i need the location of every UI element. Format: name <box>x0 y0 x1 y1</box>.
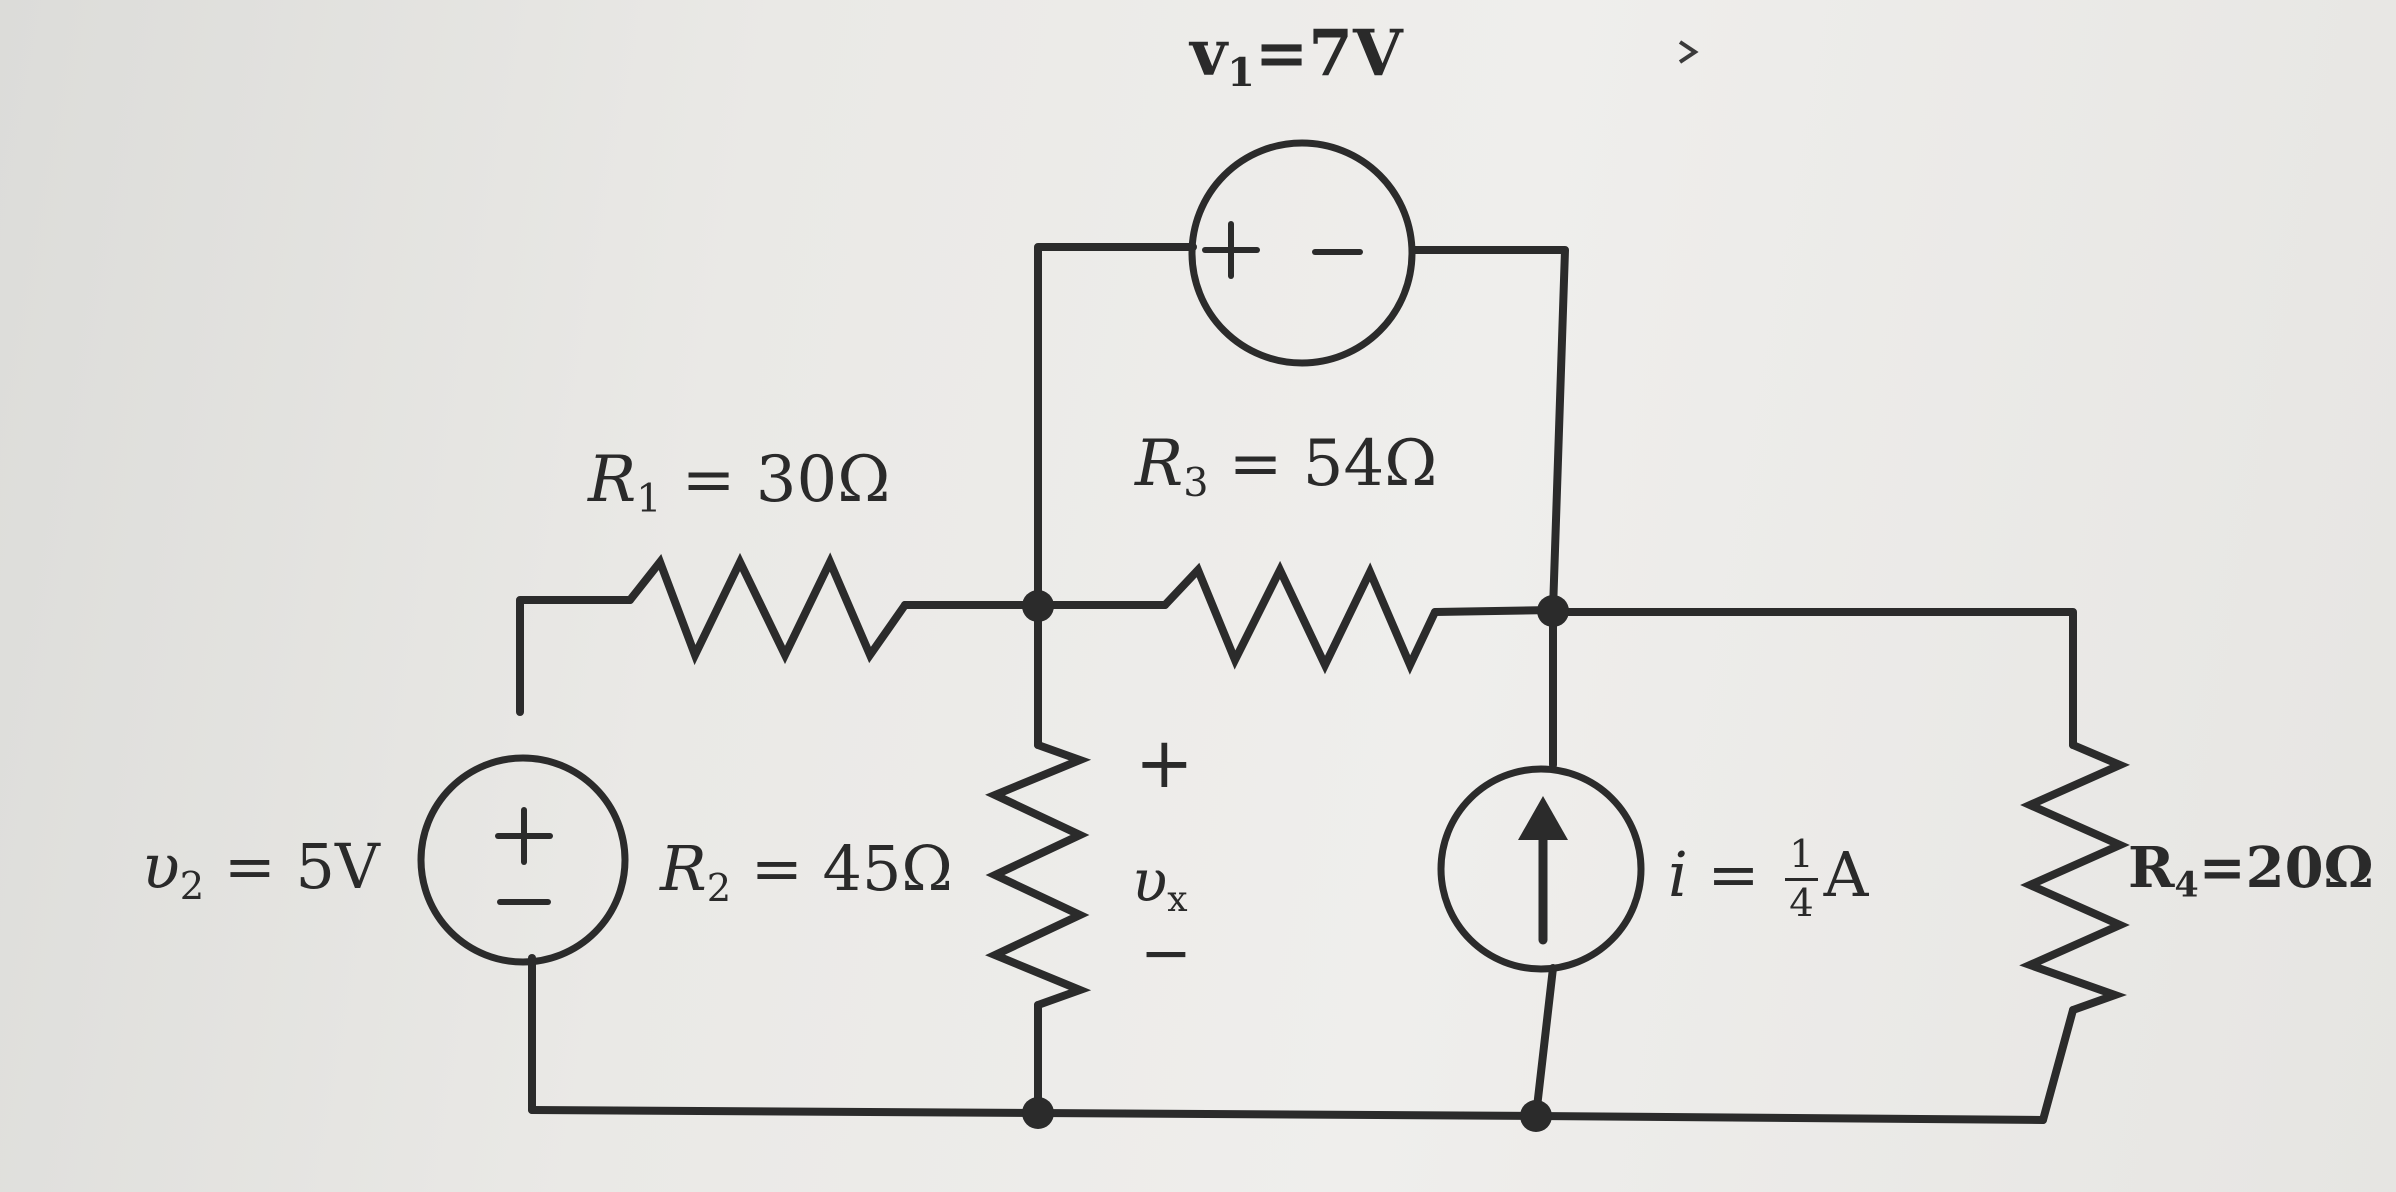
label-r3: R3 = 54Ω <box>1135 427 1438 507</box>
wire-r3-to-node-b <box>1431 606 1557 616</box>
vx-minus-sign: − <box>1140 916 1192 989</box>
wire-r4-to-bottom <box>2039 1006 2077 1124</box>
label-vx: υx <box>1132 847 1188 921</box>
voltage-source-v1 <box>1188 139 1416 367</box>
resistor-r3 <box>1161 560 1439 675</box>
label-r4: R4=20Ω <box>2128 835 2374 906</box>
wire-top-left <box>1034 243 1197 609</box>
wire-v2-to-r1 <box>516 596 634 716</box>
wire-top-right <box>1411 246 1569 614</box>
resistor-r2 <box>985 741 1092 1009</box>
wire-isrc-to-bottom <box>1532 964 1557 1120</box>
junction-node-b <box>1537 595 1569 627</box>
wire-node-b-to-r4 <box>1549 608 2077 749</box>
junction-node-a <box>1022 590 1054 622</box>
wire-bottom <box>528 1106 2047 1124</box>
label-r2: R2 = 45Ω <box>660 832 953 911</box>
voltage-source-v2 <box>417 754 629 966</box>
label-v1: v1=7V <box>1190 16 1403 97</box>
label-v2: υ2 = 5V <box>142 830 380 909</box>
stray-mark <box>1678 40 1699 64</box>
junction-node-d <box>1520 1100 1552 1132</box>
junction-node-c <box>1022 1097 1054 1129</box>
vx-plus-sign: + <box>1135 722 1194 804</box>
resistor-r1 <box>626 552 909 666</box>
label-r1: R1 = 30Ω <box>588 443 891 523</box>
resistor-r4 <box>2019 741 2131 1014</box>
current-source-i <box>1437 765 1645 973</box>
